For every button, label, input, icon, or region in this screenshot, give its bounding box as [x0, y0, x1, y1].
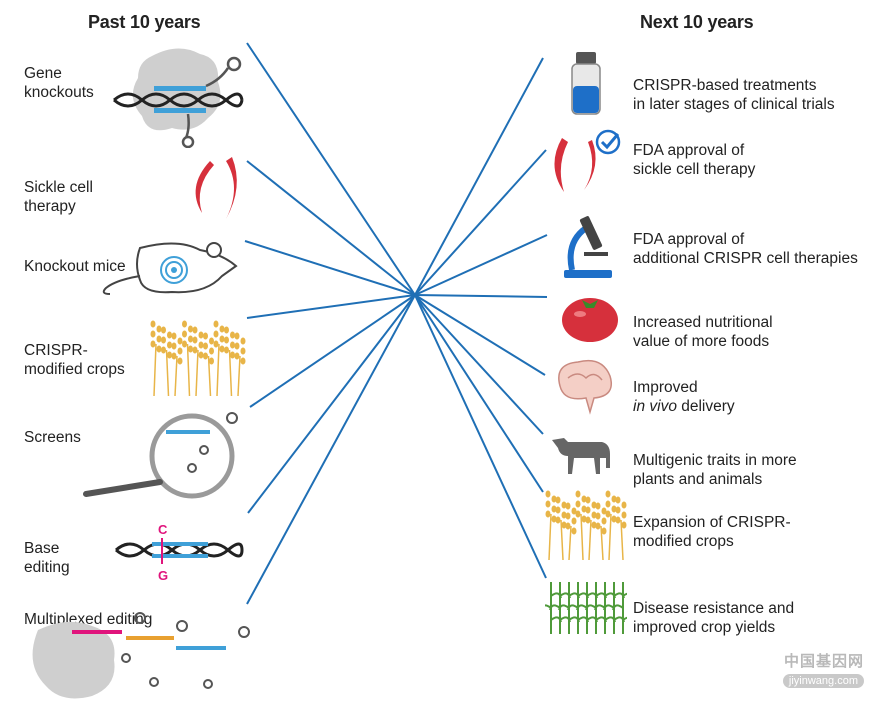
sickle-cell-approved-icon — [554, 129, 621, 192]
connector-line-next-4 — [414, 294, 546, 376]
connector-line-next-0 — [414, 57, 544, 296]
base-g-label: G — [158, 568, 168, 583]
connector-line-past-6 — [246, 294, 416, 605]
connector-line-past-4 — [249, 294, 416, 408]
past-header: Past 10 years — [88, 12, 201, 32]
base-editing-dna-icon: C G — [115, 522, 244, 583]
watermark: 中国基因网 jiyinwang.com — [782, 653, 864, 688]
next-crops-expansion: Expansion of CRISPR-modified crops — [633, 514, 791, 550]
connector-line-past-5 — [247, 294, 416, 514]
corn-crops-icon — [545, 582, 627, 634]
connector-line-past-1 — [246, 160, 416, 296]
connector-line-next-1 — [414, 149, 547, 296]
screen-magnifier-icon — [83, 412, 238, 499]
past-screens: Screens — [24, 429, 81, 446]
connector-line-next-6 — [414, 294, 544, 493]
mouse-icon — [102, 242, 238, 295]
connector-line-next-7 — [414, 294, 547, 579]
microscope-icon — [564, 216, 612, 278]
next-header: Next 10 years — [640, 12, 754, 32]
cow-icon — [552, 438, 610, 474]
connector-line-next-5 — [414, 294, 544, 435]
wheat-expansion-icon — [545, 490, 627, 561]
connector-line-past-3 — [246, 294, 416, 319]
gene-knockout-icon — [113, 48, 244, 148]
base-c-label: C — [158, 522, 168, 537]
connector-line-past-2 — [244, 240, 416, 296]
connector-line-past-0 — [246, 42, 416, 296]
tomato-icon — [562, 298, 618, 342]
brain-icon — [558, 359, 612, 415]
past-crispr-crops: CRISPR-modified crops — [24, 342, 125, 378]
vial-icon — [571, 52, 601, 115]
connector-line-next-3 — [414, 294, 548, 298]
past-knockout-mice: Knockout mice — [24, 258, 126, 275]
connector-line-next-2 — [414, 234, 548, 296]
multiplexed-editing-icon — [32, 612, 250, 699]
wheat-crops-icon — [150, 320, 246, 397]
sickle-cell-icon — [195, 157, 237, 219]
